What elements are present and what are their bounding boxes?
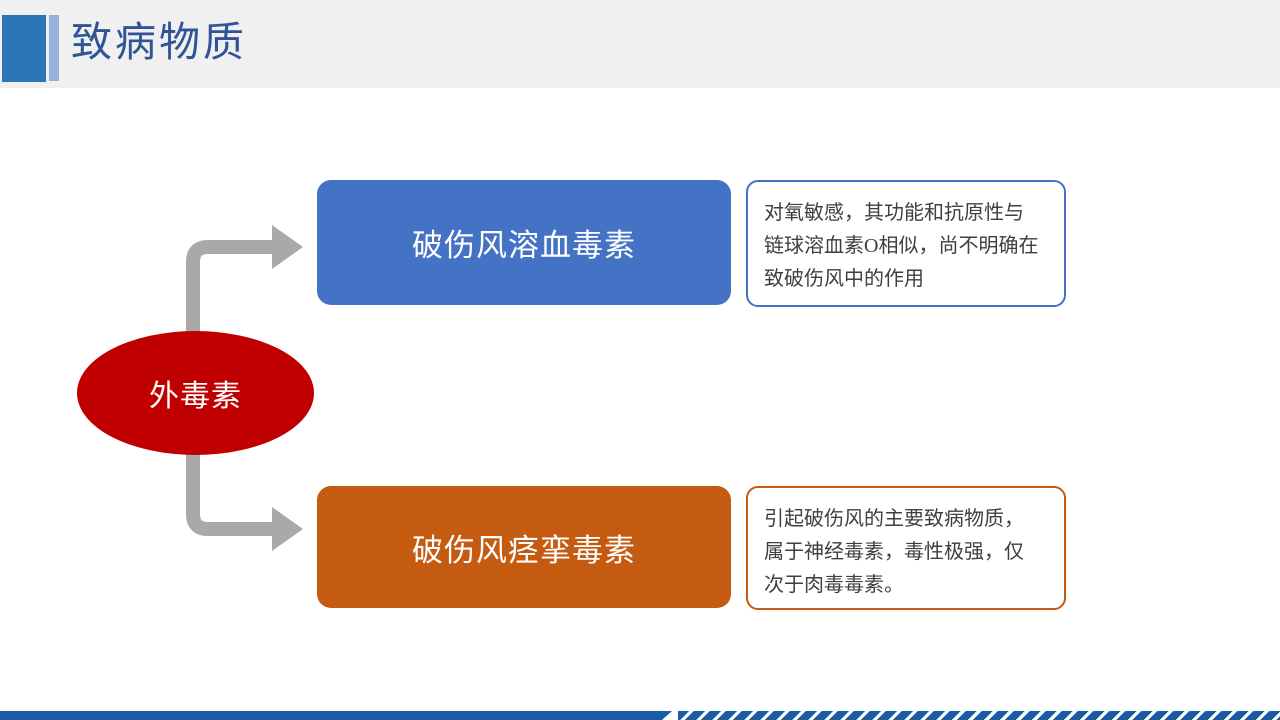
description-box-tetanolysin: 对氧敏感，其功能和抗原性与 链球溶血素O相似，尚不明确在 致破伤风中的作用: [746, 180, 1066, 307]
header-band: 致病物质: [0, 0, 1280, 88]
arrowhead-top: [272, 225, 303, 269]
title-accent-bar: [49, 15, 59, 81]
node-tetanolysin-label: 破伤风溶血毒素: [412, 228, 636, 263]
title-square-decoration: [2, 15, 46, 82]
bottom-bar-solid: [0, 711, 672, 720]
description-box-tetanospasmin: 引起破伤风的主要致病物质， 属于神经毒素，毒性极强，仅 次于肉毒毒素。: [746, 486, 1066, 610]
node-tetanospasmin: 破伤风痉挛毒素: [317, 486, 731, 608]
description-text-tetanospasmin: 引起破伤风的主要致病物质， 属于神经毒素，毒性极强，仅 次于肉毒毒素。: [764, 508, 1024, 596]
node-tetanolysin: 破伤风溶血毒素: [317, 180, 731, 305]
node-tetanospasmin-label: 破伤风痉挛毒素: [412, 532, 636, 568]
root-node-label: 外毒素: [149, 380, 242, 413]
description-text-tetanolysin: 对氧敏感，其功能和抗原性与 链球溶血素O相似，尚不明确在 致破伤风中的作用: [764, 202, 1039, 290]
arrowhead-bottom: [272, 507, 303, 551]
bottom-bar-stripes: [678, 711, 1280, 720]
slide-title: 致病物质: [71, 19, 247, 65]
root-node-exotoxin: 外毒素: [77, 331, 314, 455]
